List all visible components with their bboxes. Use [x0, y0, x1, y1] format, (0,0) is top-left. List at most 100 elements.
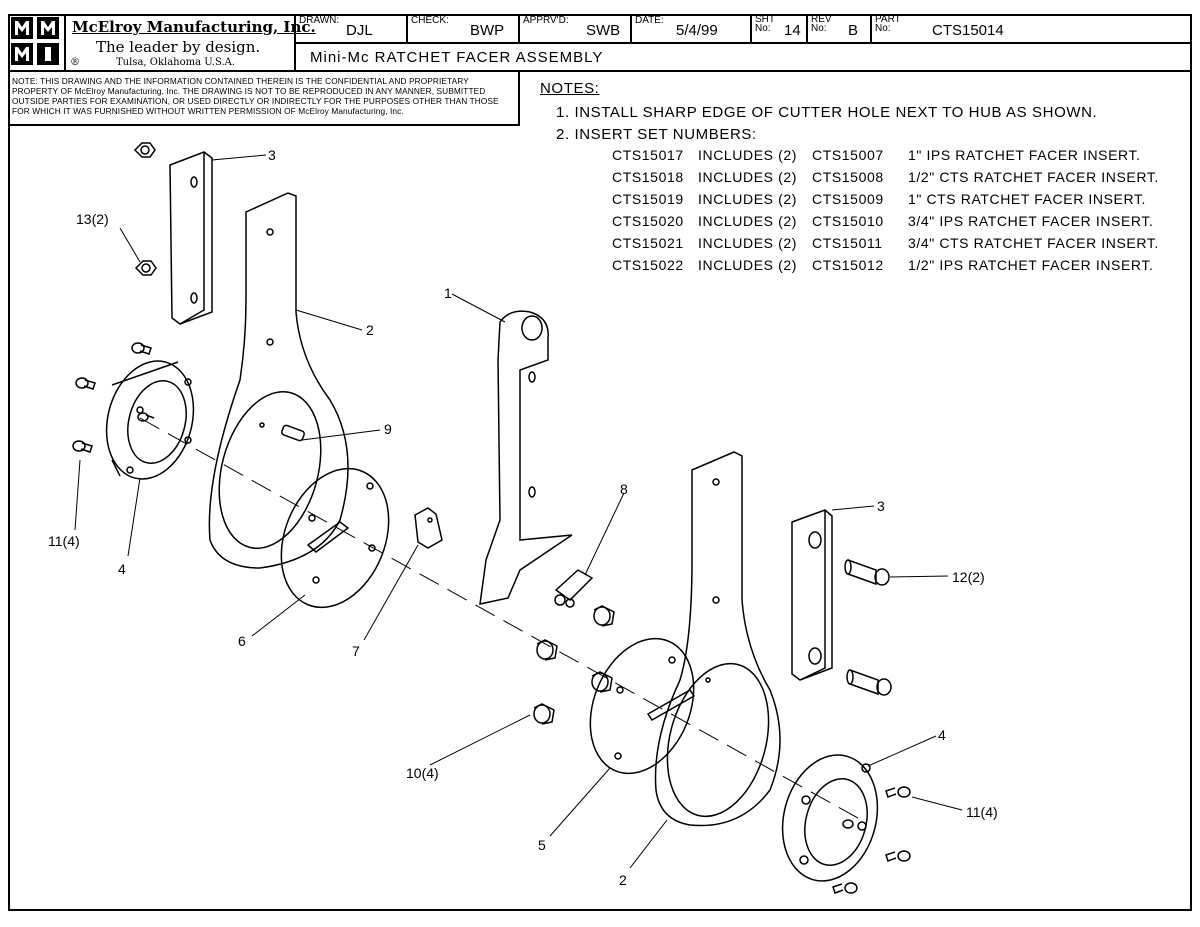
sheet-label: SHT No: — [755, 14, 775, 34]
screw-11-left-d — [137, 412, 155, 422]
screw-11-right-b — [885, 850, 911, 862]
screw-11-right-a — [885, 786, 911, 798]
company-block: McElroy Manufacturing, Inc. The leader b… — [66, 14, 316, 72]
includes-text: INCLUDES (2) — [698, 213, 797, 229]
insert-set-row: CTS15019 INCLUDES (2) CTS15009 1" CTS RATCH… — [612, 191, 1159, 213]
leader-lines — [74, 154, 963, 869]
title-block-row: DRAWN: DJL CHECK: BWP APPRV'D: SWB DATE:… — [296, 14, 1192, 44]
pin-9 — [281, 424, 305, 442]
rev-cell: REV No: B — [808, 14, 872, 42]
set-number: CTS15017 — [612, 147, 684, 163]
drawn-value: DJL — [346, 22, 373, 39]
drawing-title: Mini-Mc RATCHET FACER ASSEMBLY — [310, 49, 604, 66]
notes-block: NOTES: 1. INSTALL SHARP EDGE OF CUTTER H… — [540, 80, 1097, 143]
sheet-cell: SHT No: 14 — [752, 14, 808, 42]
title-row: Mini-Mc RATCHET FACER ASSEMBLY — [296, 44, 1192, 72]
screw-11-right-d — [842, 819, 854, 829]
includes-text: INCLUDES (2) — [698, 235, 797, 251]
bushing-10-a — [593, 605, 615, 627]
set-number: CTS15018 — [612, 169, 684, 185]
adapter-ring-4-right — [781, 754, 879, 882]
insert-part: CTS15012 — [812, 257, 884, 273]
screw-11-left-a — [131, 342, 152, 355]
callout-10: 10(4) — [406, 765, 439, 781]
check-cell: CHECK: BWP — [408, 14, 520, 42]
callout-8: 8 — [620, 481, 628, 497]
company-location: Tulsa, Oklahoma U.S.A. — [116, 57, 236, 68]
set-number: CTS15020 — [612, 213, 684, 229]
part-label: PART No: — [875, 14, 901, 34]
screw-11-right-c — [832, 882, 858, 894]
notes-heading: NOTES: — [540, 80, 600, 97]
confidential-note: NOTE: THIS DRAWING AND THE INFORMATION C… — [8, 72, 520, 126]
date-cell: DATE: 5/4/99 — [632, 14, 752, 42]
drawn-label: DRAWN: — [299, 15, 340, 26]
drawing-sheet-border — [8, 14, 1192, 911]
insert-part: CTS15008 — [812, 169, 884, 185]
apprvd-cell: APPRV'D: SWB — [520, 14, 632, 42]
clamp-bar-3-left — [169, 151, 213, 325]
nut-13-top — [133, 142, 156, 158]
screw-11-left-b — [75, 377, 96, 390]
rev-label: REV No: — [811, 14, 832, 34]
callout-7: 7 — [352, 643, 360, 659]
assembly-centerline — [139, 417, 866, 823]
insert-7 — [414, 507, 443, 549]
bushing-10-b — [536, 639, 558, 661]
callout-1: 1 — [444, 285, 452, 301]
part-value: CTS15014 — [932, 22, 1004, 39]
adapter-ring-4-left — [105, 360, 195, 480]
rev-value: B — [848, 22, 859, 39]
set-number: CTS15019 — [612, 191, 684, 207]
cutter-disk-6 — [280, 467, 390, 609]
bolt-12-a — [844, 559, 890, 586]
includes-text: INCLUDES (2) — [698, 191, 797, 207]
apprvd-label: APPRV'D: — [523, 15, 569, 26]
bushing-10-c — [591, 671, 613, 693]
facer-arm-2-left — [208, 192, 349, 569]
spring-8 — [554, 569, 594, 608]
callout-5: 5 — [538, 837, 546, 853]
insert-desc: 1/2" IPS RATCHET FACER INSERT. — [908, 257, 1154, 273]
set-number: CTS15022 — [612, 257, 684, 273]
check-label: CHECK: — [411, 15, 449, 26]
sheet-value: 14 — [784, 22, 801, 39]
mmi-logo — [8, 14, 66, 72]
note-2: 2. INSERT SET NUMBERS: — [556, 126, 757, 143]
insert-desc: 3/4" CTS RATCHET FACER INSERT. — [908, 235, 1159, 251]
callout-11-right: 11(4) — [966, 804, 998, 820]
note-1: 1. INSTALL SHARP EDGE OF CUTTER HOLE NEX… — [556, 104, 1098, 121]
callout-6: 6 — [238, 633, 246, 649]
insert-desc: 3/4" IPS RATCHET FACER INSERT. — [908, 213, 1154, 229]
callout-3-right: 3 — [877, 498, 885, 514]
ratchet-lever-1 — [479, 310, 573, 605]
includes-text: INCLUDES (2) — [698, 147, 797, 163]
nut-13-bottom — [134, 260, 157, 276]
insert-part: CTS15010 — [812, 213, 884, 229]
insert-set-row: CTS15021 INCLUDES (2) CTS15011 3/4" CTS RAT… — [612, 235, 1159, 257]
insert-desc: 1" CTS RATCHET FACER INSERT. — [908, 191, 1147, 207]
callout-2-left: 2 — [366, 322, 374, 338]
callout-13: 13(2) — [76, 211, 109, 227]
divider — [8, 70, 296, 72]
callout-12: 12(2) — [952, 569, 985, 585]
insert-desc: 1/2" CTS RATCHET FACER INSERT. — [908, 169, 1159, 185]
set-number: CTS15021 — [612, 235, 684, 251]
insert-desc: 1" IPS RATCHET FACER INSERT. — [908, 147, 1141, 163]
date-label: DATE: — [635, 15, 664, 26]
cutter-disk-5 — [589, 637, 696, 775]
date-value: 5/4/99 — [676, 22, 718, 39]
part-cell: PART No: CTS15014 — [872, 14, 1192, 42]
insert-part: CTS15009 — [812, 191, 884, 207]
bushing-10-d — [533, 703, 555, 725]
callout-4-left: 4 — [118, 561, 126, 577]
includes-text: INCLUDES (2) — [698, 257, 797, 273]
insert-part: CTS15011 — [812, 235, 883, 251]
check-value: BWP — [470, 22, 505, 39]
facer-arm-2-right — [654, 451, 781, 827]
callout-3-left: 3 — [268, 147, 276, 163]
